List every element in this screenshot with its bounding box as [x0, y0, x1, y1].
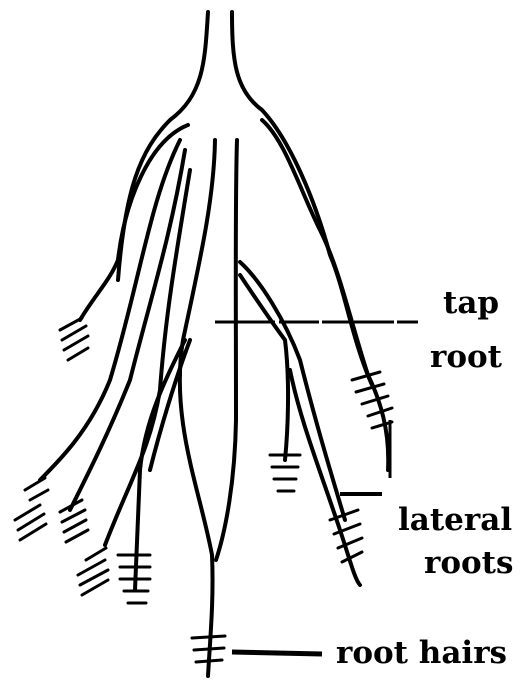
- lateral-root-right-mid: [240, 275, 288, 460]
- root-hairs-leader-line: [232, 652, 322, 654]
- root-hairs-cluster-left-1: [15, 478, 48, 540]
- tap-root-left-edge: [118, 12, 208, 280]
- tap-root-right-edge: [232, 12, 372, 385]
- root-hairs-cluster-left-3: [78, 548, 108, 595]
- tap-root-center: [180, 140, 215, 676]
- lateral-root-right-outer: [262, 120, 388, 470]
- root-hairs-cluster-left-4: [118, 555, 150, 603]
- tap-root-center-right: [216, 140, 237, 560]
- lateral-root-right-lower: [290, 370, 360, 585]
- lateral-roots-label-line-1: lateral: [398, 505, 512, 536]
- root-hairs-cluster-upper-left: [60, 318, 88, 360]
- tap-root-label-line-1: tap: [443, 288, 499, 319]
- lateral-roots-label-line-2: roots: [424, 548, 513, 579]
- tap-root-label-line-2: root: [430, 342, 502, 373]
- root-hairs-label: root hairs: [336, 638, 507, 669]
